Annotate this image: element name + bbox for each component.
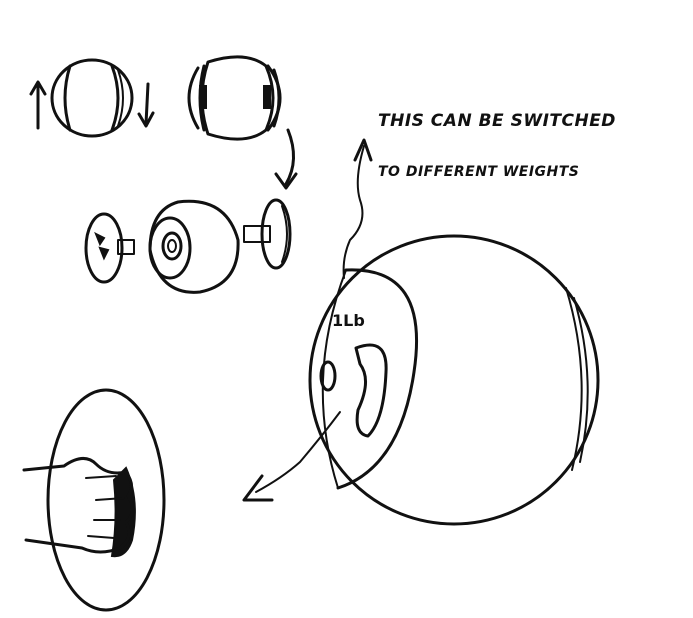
- annotation-arrow-icon: [344, 140, 371, 278]
- exploded-view-sketch: [86, 200, 290, 292]
- down-arrow-icon: [139, 84, 153, 126]
- up-arrow-icon: [31, 82, 45, 128]
- curved-down-arrow-icon: [276, 130, 296, 188]
- weight-switch-note-line-1: THIS CAN BE SWITCHED: [378, 111, 616, 131]
- weight-switch-note-line-2: TO DIFFERENT WEIGHTS: [378, 164, 579, 180]
- hand-gripping-cap-sketch: [24, 390, 164, 610]
- capped-sphere-sketch: [189, 57, 280, 139]
- weighted-sphere-sketch: [310, 236, 598, 524]
- weight-label: 1Lb: [332, 311, 365, 330]
- rotating-sphere-sketch: [52, 60, 132, 136]
